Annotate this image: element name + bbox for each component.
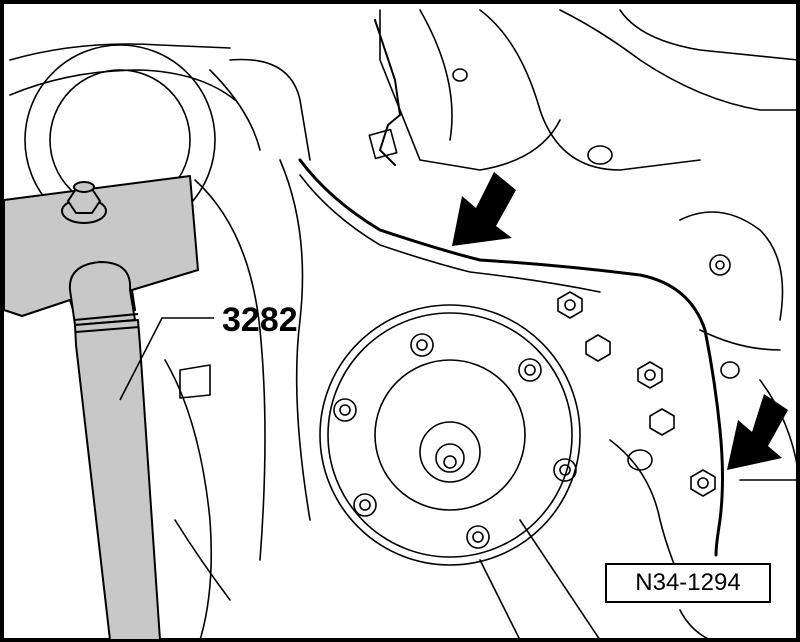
indicator-arrows — [452, 172, 788, 470]
wiring-bracket — [374, 19, 401, 166]
wiring-connector — [368, 128, 398, 160]
arrow-upper — [452, 172, 516, 246]
sealing-flange-edge — [299, 174, 601, 293]
callout-leader-line — [119, 317, 214, 401]
tool-bolt — [61, 181, 107, 224]
figure-reference-code: N34-1294 — [605, 563, 771, 603]
flange-bolts — [557, 291, 716, 497]
engine-block-outline — [9, 9, 799, 641]
tool-handle — [74, 319, 161, 641]
tool-shaft-collar — [68, 261, 136, 326]
tool-callout-label: 3282 — [222, 301, 298, 339]
drive-flange — [319, 304, 581, 566]
sealant-bead-line — [298, 158, 724, 557]
special-tool-3282 — [3, 175, 199, 641]
arrow-lower — [727, 394, 788, 470]
